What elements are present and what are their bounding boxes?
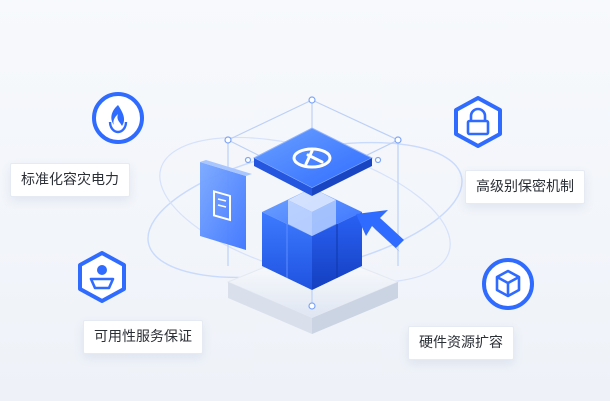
flame-shield-icon: [92, 92, 144, 144]
user-shield-icon: [78, 251, 126, 303]
lock-icon: [454, 96, 502, 148]
cube-icon: [482, 258, 534, 310]
feature-label-ha: 可用性服务保证: [83, 320, 203, 354]
feature-label-dr: 标准化容灾电力: [10, 163, 130, 197]
feature-label-sec: 高级别保密机制: [465, 170, 585, 204]
feature-label-exp: 硬件资源扩容: [408, 326, 514, 360]
